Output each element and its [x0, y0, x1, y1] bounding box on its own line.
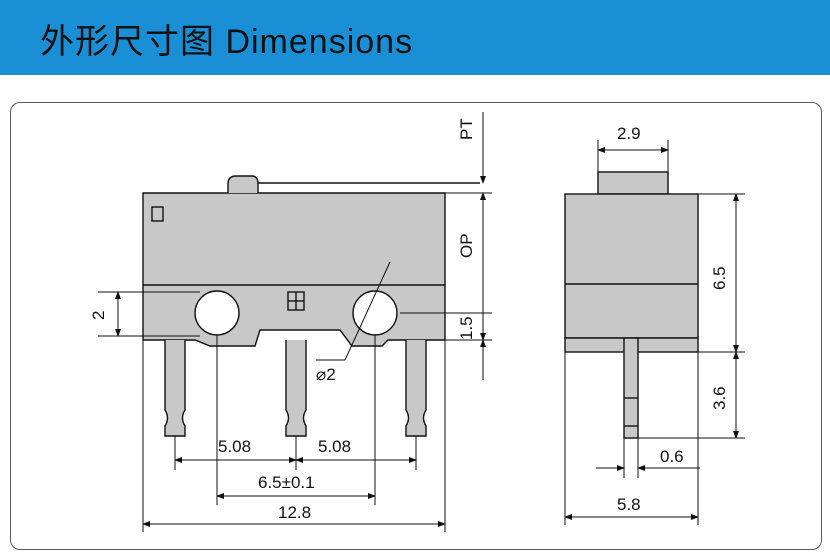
mounting-hole-left — [194, 290, 240, 336]
dim-2: 2 — [89, 311, 108, 320]
dim-3-6: 3.6 — [710, 386, 729, 410]
pin-right — [405, 340, 427, 437]
dim-6-5-tolerance: 6.5±0.1 — [258, 473, 315, 492]
switch-body — [142, 192, 446, 347]
side-body — [564, 193, 699, 339]
front-view — [142, 175, 480, 437]
front-dimension-lines — [98, 112, 492, 532]
dim-1-5: 1.5 — [457, 316, 476, 340]
side-view — [564, 171, 699, 439]
pin-left — [164, 340, 186, 437]
pin-center — [285, 340, 307, 437]
label-op: OP — [457, 233, 476, 258]
dim-12-8: 12.8 — [278, 503, 311, 522]
dim-2-9: 2.9 — [617, 124, 641, 143]
drawing-panel — [10, 102, 822, 550]
dim-5-08-right: 5.08 — [318, 437, 351, 456]
dim-diameter: ⌀2 — [316, 365, 336, 384]
page-title: 外形尺寸图 Dimensions — [40, 23, 414, 61]
side-dimension-lines — [564, 140, 745, 525]
polarity-marker — [151, 206, 164, 222]
dim-6-5: 6.5 — [710, 266, 729, 290]
dim-5-8: 5.8 — [617, 495, 641, 514]
header-banner: 外形尺寸图 Dimensions — [0, 0, 830, 75]
label-pt: PT — [457, 118, 476, 140]
side-actuator — [597, 171, 669, 195]
dim-0-6: 0.6 — [660, 447, 684, 466]
dim-5-08-left: 5.08 — [218, 437, 251, 456]
actuator-lever — [227, 175, 259, 193]
side-pin — [623, 337, 639, 439]
